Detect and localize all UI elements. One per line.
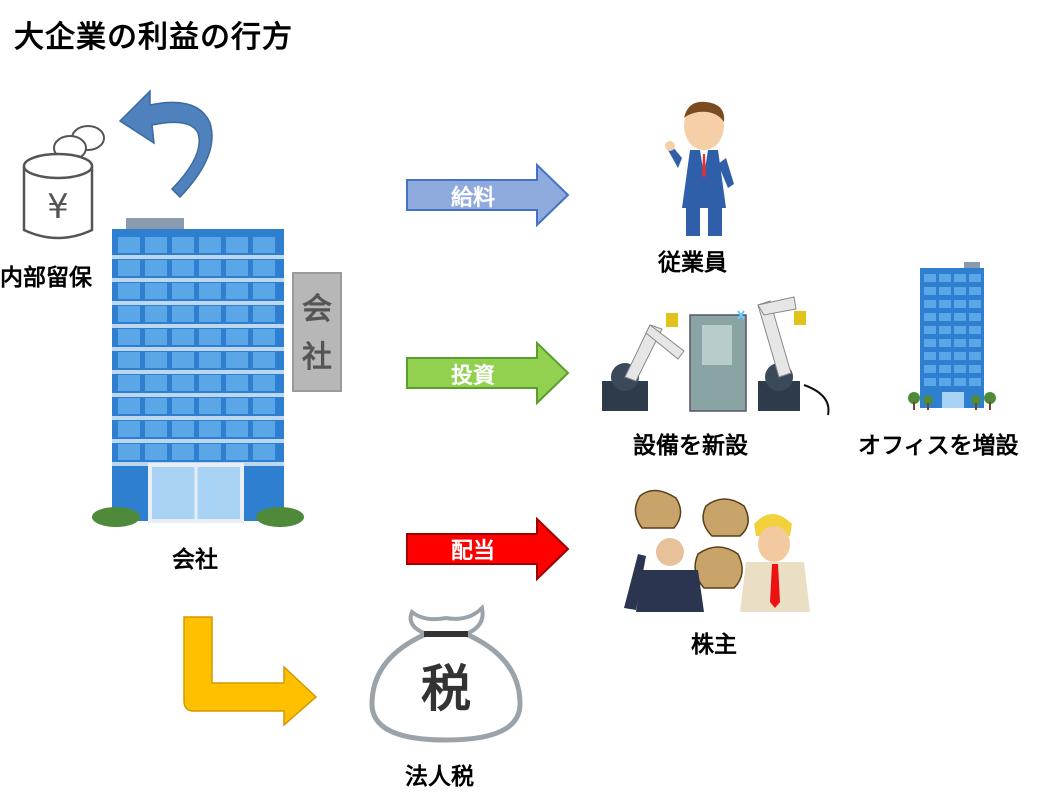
dividend-arrow	[406, 516, 570, 582]
coin-jar-icon: ¥	[22, 125, 105, 240]
office-building-icon	[908, 262, 996, 410]
employee-label: 従業員	[658, 250, 727, 276]
office-label: オフィスを増設	[858, 433, 1019, 459]
yen-symbol: ¥	[47, 187, 69, 227]
investment-arrow-label: 投資	[451, 364, 496, 389]
company-sign-char-1: 会	[302, 292, 332, 327]
tax-arrow-icon	[183, 616, 318, 727]
retained-arrow-icon	[118, 89, 213, 199]
company-label: 会社	[172, 547, 218, 573]
shareholder-label: 株主	[691, 632, 737, 658]
salary-arrow-label: 給料	[451, 186, 496, 211]
robot-arm-icon	[602, 296, 830, 416]
dividend-arrow-label: 配当	[451, 539, 496, 564]
employee-icon	[665, 101, 734, 236]
investment-arrow	[406, 340, 570, 406]
tax-bag-text: 税	[421, 660, 471, 718]
company-sign-char-2: 社	[302, 340, 332, 375]
company-building-icon: 会 社	[92, 218, 342, 527]
tax-label: 法人税	[405, 764, 474, 790]
salary-arrow	[406, 162, 570, 228]
equipment-label: 設備を新設	[633, 433, 748, 459]
shareholders-icon	[624, 489, 810, 612]
retained-earnings-label: 内部留保	[0, 265, 92, 291]
tax-bag-icon: 税	[369, 604, 523, 743]
diagram-title: 大企業の利益の行方	[14, 20, 293, 55]
